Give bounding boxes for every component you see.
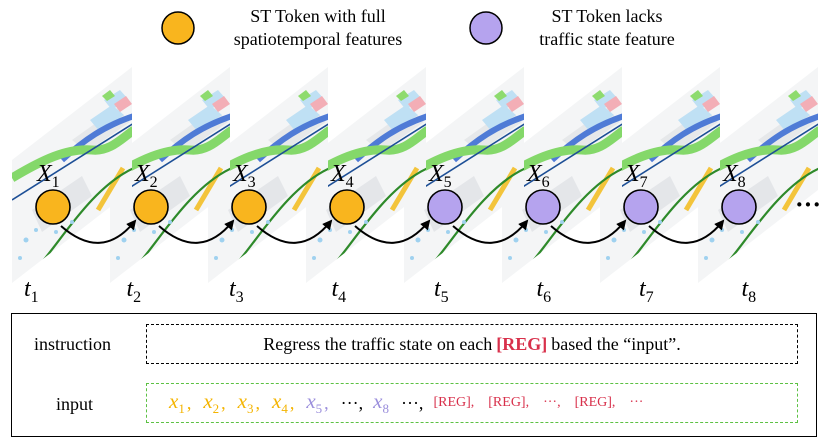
token-node (35, 189, 71, 225)
time-label: t1 (24, 276, 39, 306)
transition-arrow (354, 219, 431, 244)
legend: ST Token with full spatiotemporal featur… (161, 6, 675, 49)
legend-full-line1: ST Token with full (250, 6, 386, 26)
more-ellipsis: ··· (795, 190, 821, 219)
token-node (721, 189, 757, 225)
token-separator: , (186, 392, 192, 413)
instruction-text-post: based the “input”. (551, 333, 681, 354)
transition-arrow (256, 219, 333, 244)
token-node (427, 189, 463, 225)
token-separator: , (289, 392, 295, 413)
input-token: x8 (373, 388, 389, 417)
legend-lack-line1: ST Token lacks (551, 6, 662, 26)
input-token: x4 (271, 388, 288, 417)
token-node (525, 189, 561, 225)
time-label: t5 (434, 276, 449, 306)
time-label: t8 (742, 276, 757, 306)
transition-arrow (550, 219, 627, 244)
time-label: t4 (332, 276, 347, 306)
transition-arrow (158, 219, 235, 244)
transition-arrow (648, 219, 725, 244)
token-separator: , (221, 392, 226, 413)
token-node (329, 189, 365, 225)
transition-arrow (60, 219, 137, 244)
token-node (133, 189, 169, 225)
token-separator: , (255, 392, 260, 413)
time-label: t3 (229, 276, 244, 306)
reg-token: [REG], (574, 395, 616, 410)
reg-token: ··· (629, 395, 644, 410)
time-label: t6 (537, 276, 552, 306)
input-label: input (56, 394, 94, 414)
input-box: x1,x2,x3,x4,x5,···,x8···,[REG],[REG],···… (146, 383, 798, 423)
timeline-illustration: ST Token with full spatiotemporal featur… (12, 6, 821, 306)
transition-arrow (452, 219, 529, 244)
reg-token: ···, (543, 395, 561, 410)
legend-full-line2: spatiotemporal features (234, 29, 402, 49)
legend-lack-circle (469, 11, 503, 45)
token-node (231, 189, 267, 225)
token-node (623, 189, 659, 225)
instruction-text-pre: Regress the traffic state on each (263, 333, 493, 354)
token-separator: , (324, 392, 329, 413)
input-token: x3 (237, 388, 254, 417)
prompt-panel: instruction Regress the traffic state on… (11, 313, 817, 437)
reg-token: [REG], (488, 395, 530, 410)
map-frame (110, 67, 230, 283)
time-label: t7 (639, 276, 654, 306)
legend-full-circle (161, 11, 195, 45)
reg-token: [REG], (433, 395, 475, 410)
map-frames (12, 67, 818, 283)
input-ellipsis: ···, (400, 392, 424, 413)
time-label: t2 (127, 276, 142, 306)
instruction-box: Regress the traffic state on each [REG] … (146, 324, 798, 364)
instruction-reg-token: [REG] (496, 333, 548, 354)
instruction-label: instruction (34, 334, 111, 354)
input-token: x5 (306, 388, 323, 417)
input-ellipsis: ···, (340, 392, 364, 413)
input-token: x1 (169, 388, 185, 417)
input-token: x2 (203, 388, 220, 417)
legend-lack-line2: traffic state feature (539, 29, 675, 49)
transition-arrows (60, 219, 725, 244)
